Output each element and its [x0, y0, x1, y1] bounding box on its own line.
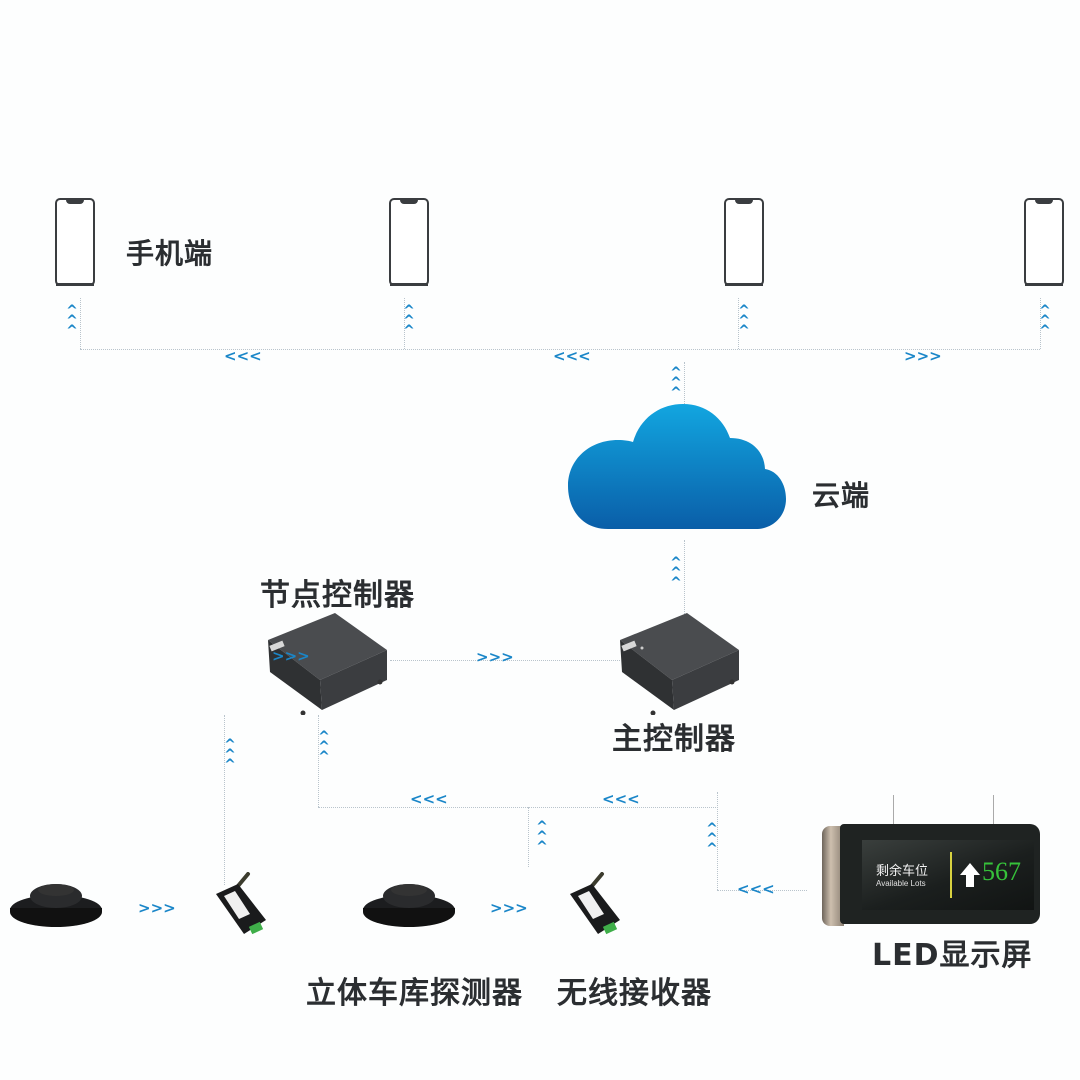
- right-arrows-node-box: >>>: [272, 647, 310, 665]
- phone-icon-3: [724, 198, 764, 286]
- mobile-label: 手机端: [126, 237, 214, 270]
- up-arrow-group-phone-1: ^^^: [66, 303, 78, 339]
- led-hanger-right: [993, 795, 994, 825]
- up-arrow-group-phone-3: ^^^: [738, 303, 750, 339]
- cloud-label: 云端: [812, 479, 871, 512]
- bus-to-node-line: [318, 715, 319, 807]
- phone-icon-2: [389, 198, 429, 286]
- up-arrow-group-phone-4: ^^^: [1039, 303, 1051, 339]
- node-controller-label: 节点控制器: [260, 578, 415, 613]
- led-display-frame: 剩余车位 Available Lots 567: [822, 824, 1040, 926]
- up-arrow-group-cloud-bottom: ^^^: [670, 555, 682, 591]
- right-arrows-bus-3: >>>: [904, 347, 942, 365]
- cloud-icon: [568, 404, 786, 529]
- lower-bus-line: [318, 807, 718, 808]
- receiver-icon-1: [216, 872, 266, 935]
- left-arrows-bus-1: <<<: [224, 347, 262, 365]
- main-controller-box-icon: [620, 613, 739, 715]
- receiver-label: 无线接收器: [557, 976, 712, 1011]
- up-arrow-icon: [960, 863, 980, 887]
- led-title-cn: 剩余车位: [876, 864, 929, 879]
- detector-icon-1: [10, 884, 102, 927]
- detector-icon-2: [363, 884, 455, 927]
- phone-drop-line-3: [738, 298, 739, 349]
- main-to-cloud-line: [684, 540, 685, 620]
- receiver-icon-2: [570, 872, 620, 935]
- led-to-bus-line: [717, 792, 718, 890]
- detector-label: 立体车库探测器: [306, 976, 523, 1011]
- right-arrows-detector2: >>>: [490, 899, 528, 917]
- receiver1-to-node-line: [224, 715, 225, 885]
- led-feed-line: [717, 890, 807, 891]
- phone-drop-line-4: [1040, 298, 1041, 349]
- up-arrow-group-phone-2: ^^^: [403, 303, 415, 339]
- right-arrows-detector1: >>>: [138, 899, 176, 917]
- node-to-main-line: [390, 660, 620, 661]
- up-arrow-group-led: ^^^: [706, 821, 718, 857]
- left-arrows-lower-bus-1: <<<: [410, 790, 448, 808]
- up-arrow-group-node-bus: ^^^: [318, 729, 330, 765]
- left-arrows-led: <<<: [737, 880, 775, 898]
- left-arrows-lower-bus-2: <<<: [602, 790, 640, 808]
- node-controller-box-icon: [268, 613, 387, 715]
- cloud-up-line: [684, 362, 685, 406]
- phone-drop-line-2: [404, 298, 405, 349]
- up-arrow-group-receiver1: ^^^: [224, 737, 236, 773]
- led-display-label: LED显示屏: [872, 938, 1033, 973]
- led-hanger-left: [893, 795, 894, 825]
- led-screen: 剩余车位 Available Lots 567: [862, 840, 1034, 910]
- receiver2-to-bus-line: [528, 807, 529, 867]
- phone-icon-1: [55, 198, 95, 286]
- phone-drop-line-1: [80, 298, 81, 349]
- led-divider: [950, 852, 952, 898]
- right-arrows-node-to-main: >>>: [476, 648, 514, 666]
- led-side-cap: [822, 826, 844, 926]
- up-arrow-group-receiver2: ^^^: [536, 819, 548, 855]
- phone-bus-line: [80, 349, 1040, 350]
- main-controller-label: 主控制器: [612, 722, 736, 757]
- phone-icon-4: [1024, 198, 1064, 286]
- up-arrow-group-cloud-top: ^^^: [670, 365, 682, 401]
- left-arrows-bus-2: <<<: [553, 347, 591, 365]
- led-title-en: Available Lots: [876, 879, 926, 888]
- led-count: 567: [982, 857, 1021, 886]
